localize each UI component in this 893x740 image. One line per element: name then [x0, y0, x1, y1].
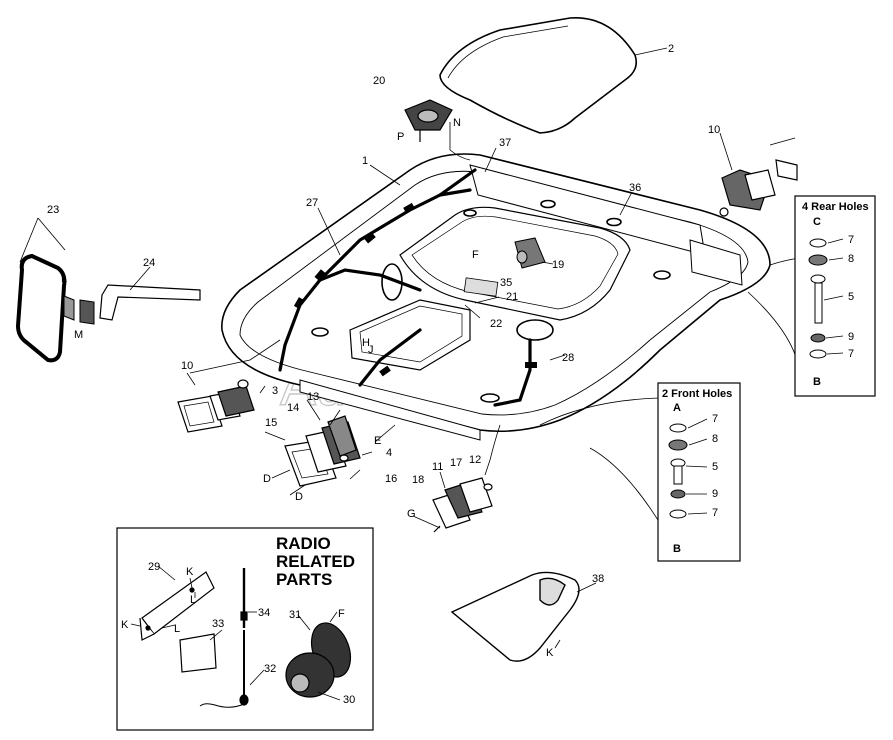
radio-box-title: RADIO RELATED PARTS	[276, 534, 355, 589]
front-item-3: 5	[712, 461, 718, 473]
callout-37: 37	[499, 137, 511, 149]
radio-parts-drawings	[139, 568, 352, 708]
part-35-label	[463, 277, 499, 297]
callout-14: 14	[287, 402, 299, 414]
rear-holes-hardware	[808, 238, 828, 359]
letter-J: J	[368, 344, 374, 356]
front-holes-leaders	[685, 418, 708, 515]
parts-11-17-18-lights	[432, 477, 493, 533]
callout-19: 19	[552, 259, 564, 271]
front-item-4: 9	[712, 488, 718, 500]
rear-holes-leaders	[823, 238, 844, 355]
callout-30: 30	[343, 694, 355, 706]
part-23-mirror	[15, 253, 95, 363]
front-holes-box	[657, 382, 741, 562]
callout-12: 12	[469, 454, 481, 466]
roof-panel-part	[439, 17, 638, 134]
harness-clips	[293, 202, 537, 377]
front-holes-hardware	[668, 423, 688, 519]
callout-16: 16	[385, 473, 397, 485]
part-24-bracket	[99, 284, 201, 321]
callout-28: 28	[562, 352, 574, 364]
callout-13: 13	[307, 391, 319, 403]
radio-title-line-3: PARTS	[276, 570, 332, 589]
callout-34: 34	[258, 607, 270, 619]
letter-L-radio-2: L	[174, 623, 180, 635]
letter-G: G	[407, 508, 416, 520]
callout-32: 32	[264, 663, 276, 675]
letter-N: N	[453, 117, 461, 129]
front-item-1: 7	[712, 413, 718, 425]
letter-F-main: F	[472, 249, 479, 261]
front-holes-top-letter: A	[673, 402, 681, 414]
rear-item-4: 9	[848, 331, 854, 343]
front-holes-labels: 2 Front Holes A 7 8 5 9 7 B	[662, 388, 732, 555]
front-item-5: 7	[712, 507, 718, 519]
callout-17: 17	[450, 457, 462, 469]
callout-4: 4	[386, 447, 392, 459]
rear-holes-box	[794, 195, 876, 397]
callout-33: 33	[212, 618, 224, 630]
part-38	[450, 571, 580, 662]
letter-L-radio: L	[190, 594, 196, 606]
rear-item-1: 7	[848, 234, 854, 246]
letter-E: E	[374, 435, 381, 447]
part-10-light-lower	[177, 379, 255, 433]
callout-10-left: 10	[181, 360, 193, 372]
letter-labels: N P F H J L M E D D G K K L K L F	[61, 117, 554, 659]
letter-K-radio-2: K	[121, 619, 129, 631]
callout-23: 23	[47, 204, 59, 216]
letter-D-2: D	[295, 491, 303, 503]
rear-item-5: 7	[848, 348, 854, 360]
rear-holes-labels: 4 Rear Holes C 7 8 5 9 7 B	[802, 201, 869, 388]
part-19	[514, 237, 546, 269]
callout-27: 27	[306, 197, 318, 209]
callout-1: 1	[362, 155, 368, 167]
callout-labels: 2 1 20 37 10 36 27 23 24 19 35 21 22 28 …	[47, 43, 720, 706]
callout-2: 2	[668, 43, 674, 55]
callout-20: 20	[373, 75, 385, 87]
rear-item-2: 8	[848, 253, 854, 265]
callout-3: 3	[272, 385, 278, 397]
callout-10-top: 10	[708, 124, 720, 136]
letter-D-1: D	[263, 473, 271, 485]
letter-F-radio: F	[338, 608, 345, 620]
front-holes-bottom-letter: B	[673, 543, 681, 555]
rear-holes-bottom-letter: B	[813, 376, 821, 388]
callout-31: 31	[289, 609, 301, 621]
callout-36: 36	[629, 182, 641, 194]
letter-P: P	[397, 131, 404, 143]
letter-K-38: K	[546, 647, 554, 659]
wire-harness	[278, 168, 532, 407]
callout-38: 38	[592, 573, 604, 585]
part-10-light-upper	[719, 159, 798, 217]
front-holes-title: 2 Front Holes	[662, 388, 732, 400]
callout-24: 24	[143, 257, 155, 269]
front-item-2: 8	[712, 433, 718, 445]
radio-leader-lines	[130, 565, 341, 701]
letter-K-radio: K	[186, 566, 194, 578]
rear-item-3: 5	[848, 291, 854, 303]
rear-holes-top-letter: C	[813, 216, 821, 228]
callout-22: 22	[490, 318, 502, 330]
radio-title-line-2: RELATED	[276, 552, 355, 571]
callout-35: 35	[500, 277, 512, 289]
callout-15: 15	[265, 417, 277, 429]
part-20-speaker	[404, 99, 453, 142]
letter-L-mirror: L	[61, 273, 67, 285]
callout-11: 11	[432, 461, 443, 473]
callout-29: 29	[148, 561, 160, 573]
radio-title-line-1: RADIO	[276, 534, 331, 553]
parts-13-16-lights	[284, 415, 361, 487]
callout-18: 18	[412, 474, 424, 486]
letter-H: H	[362, 337, 370, 349]
callout-21: 21	[506, 291, 518, 303]
rear-holes-title: 4 Rear Holes	[802, 201, 869, 213]
letter-M: M	[74, 329, 83, 341]
